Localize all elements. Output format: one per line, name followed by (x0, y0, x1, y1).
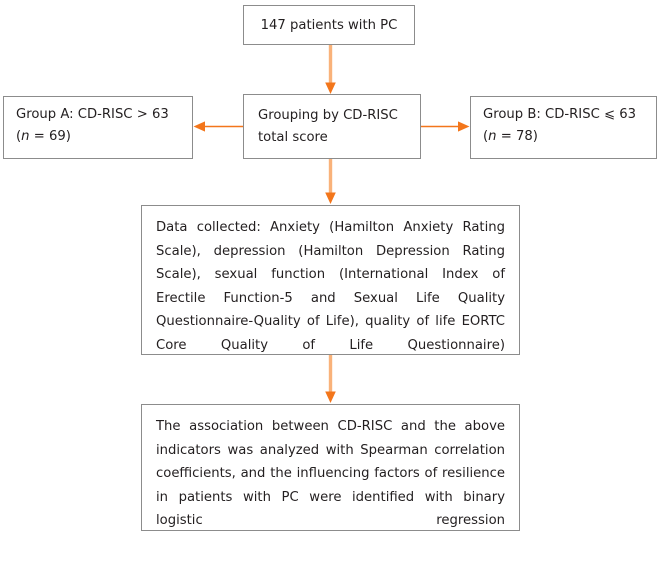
node-group-a-body: Group A: CD-RISC > 63 (n = 69) (4, 97, 192, 176)
node-cohort: 147 patients with PC (243, 5, 415, 45)
node-grouping-body: Grouping by CD-RISC total score (244, 95, 420, 180)
node-analysis-text: The association between CD-RISC and the … (156, 419, 505, 528)
node-group-a: Group A: CD-RISC > 63 (n = 69) (3, 96, 193, 159)
sample-size-symbol: n (21, 128, 30, 144)
node-group-b-line1: Group B: CD-RISC ⩽ 63 (483, 107, 636, 122)
sample-size-value: = 69) (29, 128, 71, 144)
node-cohort-text: 147 patients with PC (260, 18, 398, 33)
node-grouping: Grouping by CD-RISC total score (243, 94, 421, 159)
node-grouping-line1: Grouping by CD-RISC (258, 108, 398, 123)
node-group-b-body: Group B: CD-RISC ⩽ 63 (n = 78) (471, 97, 656, 176)
node-grouping-line2: total score (258, 129, 328, 145)
paren-open: ( (16, 128, 22, 144)
node-group-a-line2: (n = 69) (16, 126, 181, 169)
node-group-b: Group B: CD-RISC ⩽ 63 (n = 78) (470, 96, 657, 159)
node-data-collected-body: Data collected: Anxiety (Hamilton Anxiet… (142, 206, 519, 389)
node-data-collected-text: Data collected: Anxiety (Hamilton Anxiet… (156, 220, 505, 353)
node-analysis: The association between CD-RISC and the … (141, 404, 520, 531)
flowchart-diagram: 147 patients with PC Group A: CD-RISC > … (3, 5, 657, 531)
arrow-cohort-to-grouping (325, 45, 336, 94)
sample-size-value: = 78) (496, 128, 538, 144)
arrow-grouping-to-group-b (421, 121, 470, 132)
node-analysis-body: The association between CD-RISC and the … (142, 405, 519, 564)
sample-size-symbol: n (488, 128, 497, 144)
node-group-a-line1: Group A: CD-RISC > 63 (16, 107, 169, 122)
paren-open: ( (483, 128, 489, 144)
arrow-grouping-to-group-a (193, 121, 243, 132)
node-group-b-line2: (n = 78) (483, 126, 645, 169)
node-data-collected: Data collected: Anxiety (Hamilton Anxiet… (141, 205, 520, 355)
